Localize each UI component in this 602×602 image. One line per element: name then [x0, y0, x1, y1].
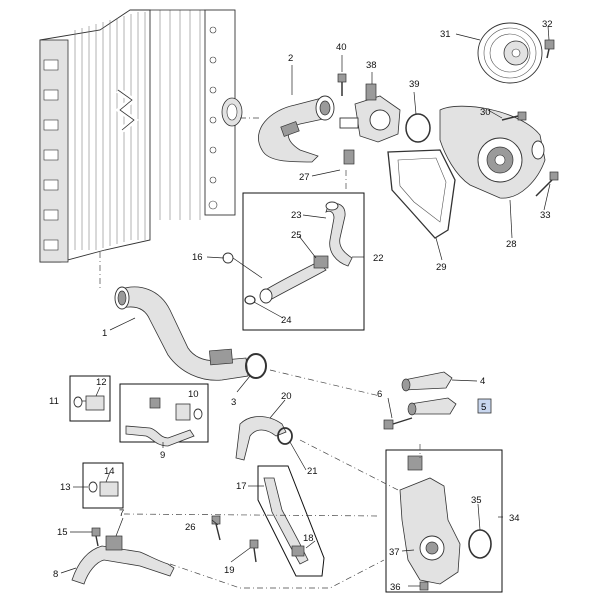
clamp-21 [277, 427, 293, 445]
hose-20 [235, 416, 293, 461]
sensor-4 [401, 371, 453, 392]
label-part-7: 7 [119, 508, 124, 519]
label-part-27: 27 [299, 172, 310, 183]
seal-35 [468, 529, 492, 559]
label-part-16: 16 [192, 252, 203, 263]
leader-lines [60, 25, 551, 587]
label-part-10: 10 [188, 389, 199, 400]
label-part-13: 13 [60, 482, 71, 493]
bolt-15 [91, 527, 101, 547]
gasket-29 [387, 149, 456, 239]
fitting-12 [85, 395, 105, 411]
label-part-20: 20 [281, 391, 292, 402]
label-part-29: 29 [436, 262, 447, 273]
connection-lines [99, 117, 421, 589]
oring-24 [244, 295, 256, 305]
lower-radiator-hose [114, 286, 249, 381]
seal-39 [405, 113, 431, 143]
label-part-21: 21 [307, 466, 318, 477]
label-part-34: 34 [509, 513, 520, 524]
label-part-25: 25 [291, 230, 302, 241]
label-part-37: 37 [389, 547, 400, 558]
label-part-9: 9 [160, 450, 165, 461]
label-part-4: 4 [480, 376, 485, 387]
bolt-32 [544, 39, 555, 59]
label-part-36: 36 [390, 582, 401, 593]
label-part-2: 2 [288, 53, 293, 64]
fitting-14 [99, 481, 119, 497]
label-part-39: 39 [409, 79, 420, 90]
group-box-22 [242, 192, 365, 331]
label-part-11: 11 [49, 396, 59, 407]
label-part-3: 3 [231, 397, 236, 408]
label-part-19: 19 [224, 565, 235, 576]
pipe-25 [259, 255, 329, 304]
water-outlet-housing [399, 455, 461, 585]
label-part-6: 6 [377, 389, 382, 400]
label-part-32: 32 [542, 19, 553, 30]
label-part-38: 38 [366, 60, 377, 71]
label-part-30: 30 [480, 107, 491, 118]
thermostat-housing [339, 83, 401, 165]
pipe-9 [125, 397, 203, 447]
bolt-33 [535, 171, 559, 197]
pipe-17 [263, 477, 309, 565]
label-part-17: 17 [236, 481, 247, 492]
water-pump [439, 105, 546, 199]
label-part-12: 12 [96, 377, 107, 388]
pump-pulley [477, 22, 543, 84]
label-part-23: 23 [291, 210, 302, 221]
oring-11 [73, 396, 83, 408]
label-part-18: 18 [303, 533, 314, 544]
label-part-33: 33 [540, 210, 551, 221]
bolt-19 [249, 539, 259, 563]
label-part-5: 5 [481, 402, 486, 413]
hose-23 [325, 201, 353, 267]
label-part-26: 26 [185, 522, 196, 533]
sensor-5 [407, 397, 457, 416]
group-box-34 [385, 449, 503, 593]
bolt-26 [211, 515, 221, 541]
label-part-40: 40 [336, 42, 347, 53]
label-part-28: 28 [506, 239, 517, 250]
hose-8 [71, 535, 175, 585]
label-part-35: 35 [471, 495, 482, 506]
group-box-12 [69, 375, 111, 422]
label-part-1: 1 [102, 328, 107, 339]
bolt-40 [337, 73, 347, 96]
label-part-31: 31 [440, 29, 451, 40]
bolt-6 [383, 417, 413, 430]
label-part-22: 22 [373, 253, 384, 264]
bolt-30 [501, 111, 527, 121]
part-number-labels: 1 2 3 4 5 6 7 8 9 10 11 12 13 14 15 16 1… [49, 19, 553, 593]
highlight-box-part-5 [477, 398, 492, 414]
label-part-15: 15 [57, 527, 68, 538]
label-part-24: 24 [281, 315, 292, 326]
radiator [39, 9, 243, 263]
label-part-14: 14 [104, 466, 115, 477]
clamp-3 [245, 353, 267, 379]
label-part-8: 8 [53, 569, 58, 580]
clip-16 [222, 252, 234, 264]
oring-13 [88, 481, 98, 493]
upper-hose [258, 95, 335, 163]
group-box-14 [82, 462, 124, 509]
group-box-18 [257, 465, 325, 577]
bolt-36 [419, 581, 429, 591]
